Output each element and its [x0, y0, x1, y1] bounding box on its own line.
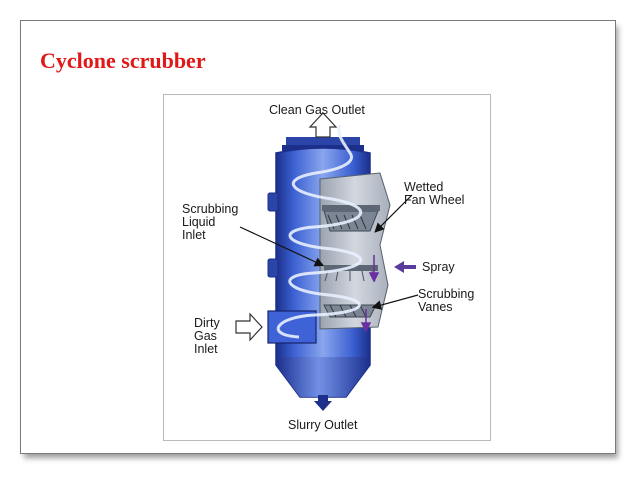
- diagram-graphic: [235, 112, 419, 411]
- up-outline-arrow-icon: [308, 112, 338, 138]
- gas-swirl: [276, 124, 363, 339]
- right-outline-arrow-icon: [235, 312, 263, 342]
- scrubbing-liquid-inlet-label: Scrubbing Liquid Inlet: [182, 202, 239, 242]
- internal-flow-arrows: [360, 255, 380, 333]
- scrubbing-vanes-label: Scrubbing Vanes: [418, 287, 475, 314]
- down-arrow-icon: [314, 395, 332, 411]
- slide-title: Cyclone scrubber: [40, 48, 206, 73]
- spray-label: Spray: [422, 260, 455, 274]
- dirty-gas-inlet-label: Dirty Gas Inlet: [194, 316, 220, 356]
- wetted-fan-wheel-label: Wetted Fan Wheel: [404, 180, 465, 207]
- wetted-fan-wheel: [322, 205, 380, 232]
- clean-gas-outlet-label: Clean Gas Outlet: [269, 103, 365, 117]
- cyclone-scrubber-diagram: Clean Gas Outlet Wetted Fan Wheel Scrubb…: [163, 94, 491, 441]
- side-nozzles: [267, 192, 279, 278]
- leader-lines: [239, 194, 419, 310]
- slurry-outlet-label: Slurry Outlet: [288, 418, 358, 432]
- left-arrow-icon: [394, 261, 416, 273]
- vessel-cone: [276, 357, 370, 397]
